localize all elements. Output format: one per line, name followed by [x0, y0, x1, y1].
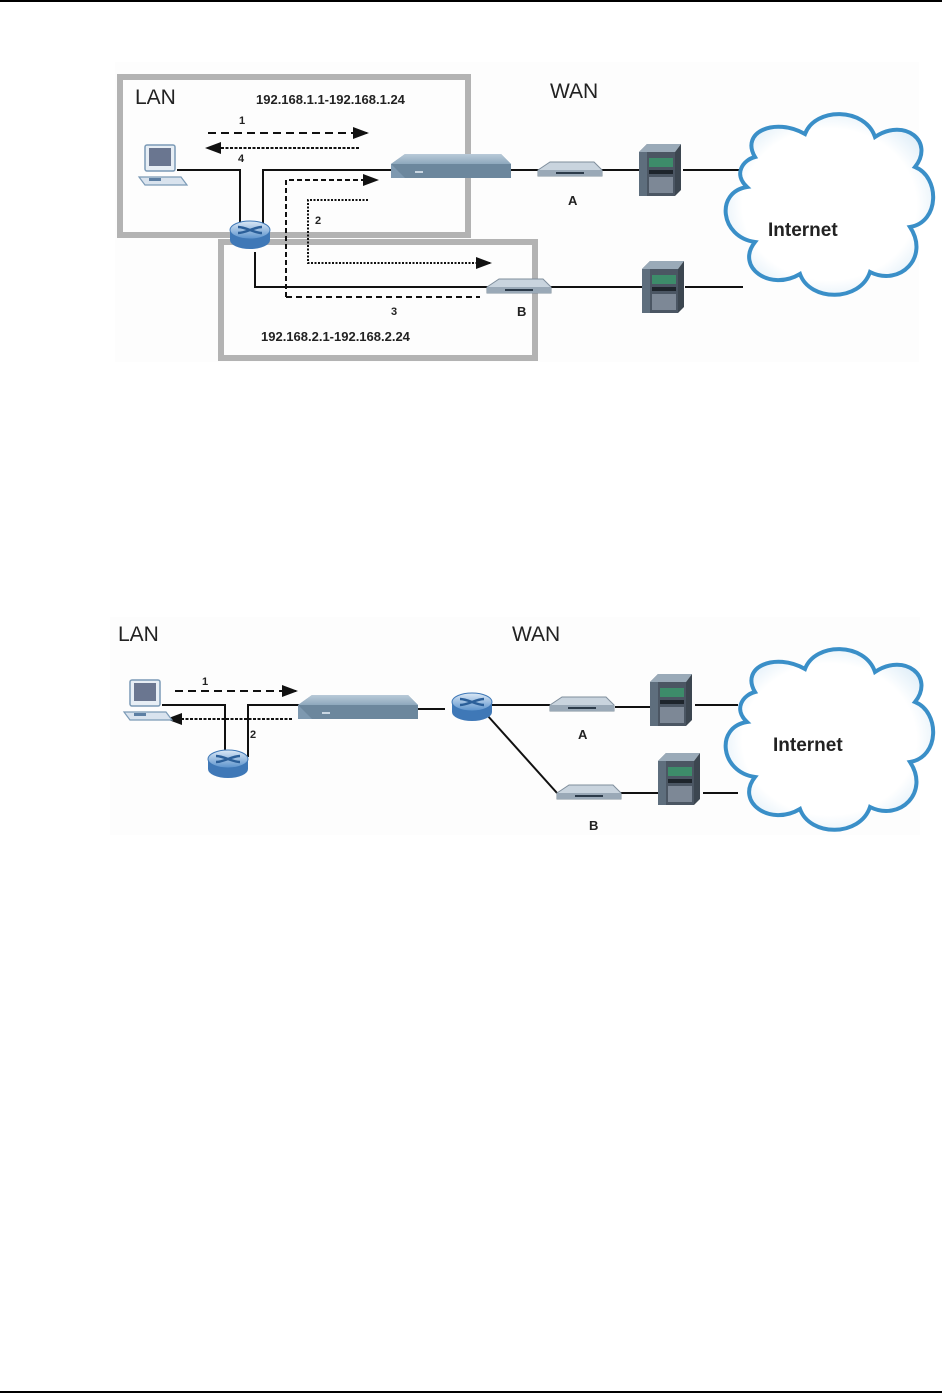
internet-cloud-icon: Internet — [723, 647, 936, 832]
figure-single-lan-dual-wan: LAN WAN 1 2 A B Internet — [110, 617, 936, 835]
diagram-canvas-2: LAN WAN 1 2 A B Internet — [118, 623, 936, 833]
page-header-rule — [0, 0, 942, 2]
figure-multi-lan-routing: LAN WAN 192.168.1.1-192.168.1.24 192.168… — [115, 62, 936, 362]
isp-b-label: B — [589, 818, 598, 833]
flow-label-2: 2 — [250, 729, 256, 741]
traffic-flows — [166, 685, 298, 725]
lan-label: LAN — [118, 623, 159, 646]
flow-label-4: 4 — [238, 153, 245, 165]
lan-router-icon — [228, 219, 272, 251]
network-cables — [177, 169, 743, 288]
internet-label: Internet — [773, 735, 843, 756]
lan2-subnet-label: 192.168.2.1-192.168.2.24 — [261, 329, 411, 344]
lan-router-icon — [206, 748, 250, 780]
flow-label-3: 3 — [391, 306, 397, 318]
isp-b-label: B — [517, 304, 526, 319]
security-gateway-icon — [391, 154, 511, 178]
internet-cloud-icon: Internet — [723, 112, 936, 297]
isp-a-label: A — [578, 727, 588, 742]
isp-a-modem-icon — [537, 161, 603, 177]
flow-label-1: 1 — [239, 115, 245, 127]
isp-a-label: A — [568, 193, 578, 208]
flow-label-1: 1 — [202, 676, 208, 688]
isp-a-server-icon — [639, 144, 681, 196]
diagram-canvas-1: LAN WAN 192.168.1.1-192.168.1.24 192.168… — [117, 74, 936, 361]
traffic-flows — [205, 127, 492, 298]
computer-icon — [123, 679, 173, 721]
lan1-subnet-label: 192.168.1.1-192.168.1.24 — [256, 92, 406, 107]
isp-a-modem-icon — [549, 696, 615, 712]
wan-label: WAN — [512, 623, 560, 646]
isp-a-server-icon — [650, 674, 692, 726]
network-cables — [162, 704, 738, 794]
page-footer-rule — [0, 1391, 942, 1393]
security-gateway-icon — [298, 695, 418, 719]
flow-3-arrow — [285, 174, 379, 297]
isp-b-modem-icon — [556, 784, 622, 800]
wan-label: WAN — [550, 80, 598, 103]
lan-zone-2 — [218, 239, 538, 361]
lan-label: LAN — [135, 86, 176, 109]
isp-b-server-icon — [642, 261, 684, 313]
internet-label: Internet — [768, 220, 838, 241]
computer-icon — [138, 144, 188, 186]
isp-b-modem-icon — [486, 278, 552, 294]
wan-router-icon — [450, 691, 494, 723]
isp-b-server-icon — [658, 753, 700, 805]
flow-label-2: 2 — [315, 215, 321, 227]
flow-2-arrow — [307, 199, 492, 269]
